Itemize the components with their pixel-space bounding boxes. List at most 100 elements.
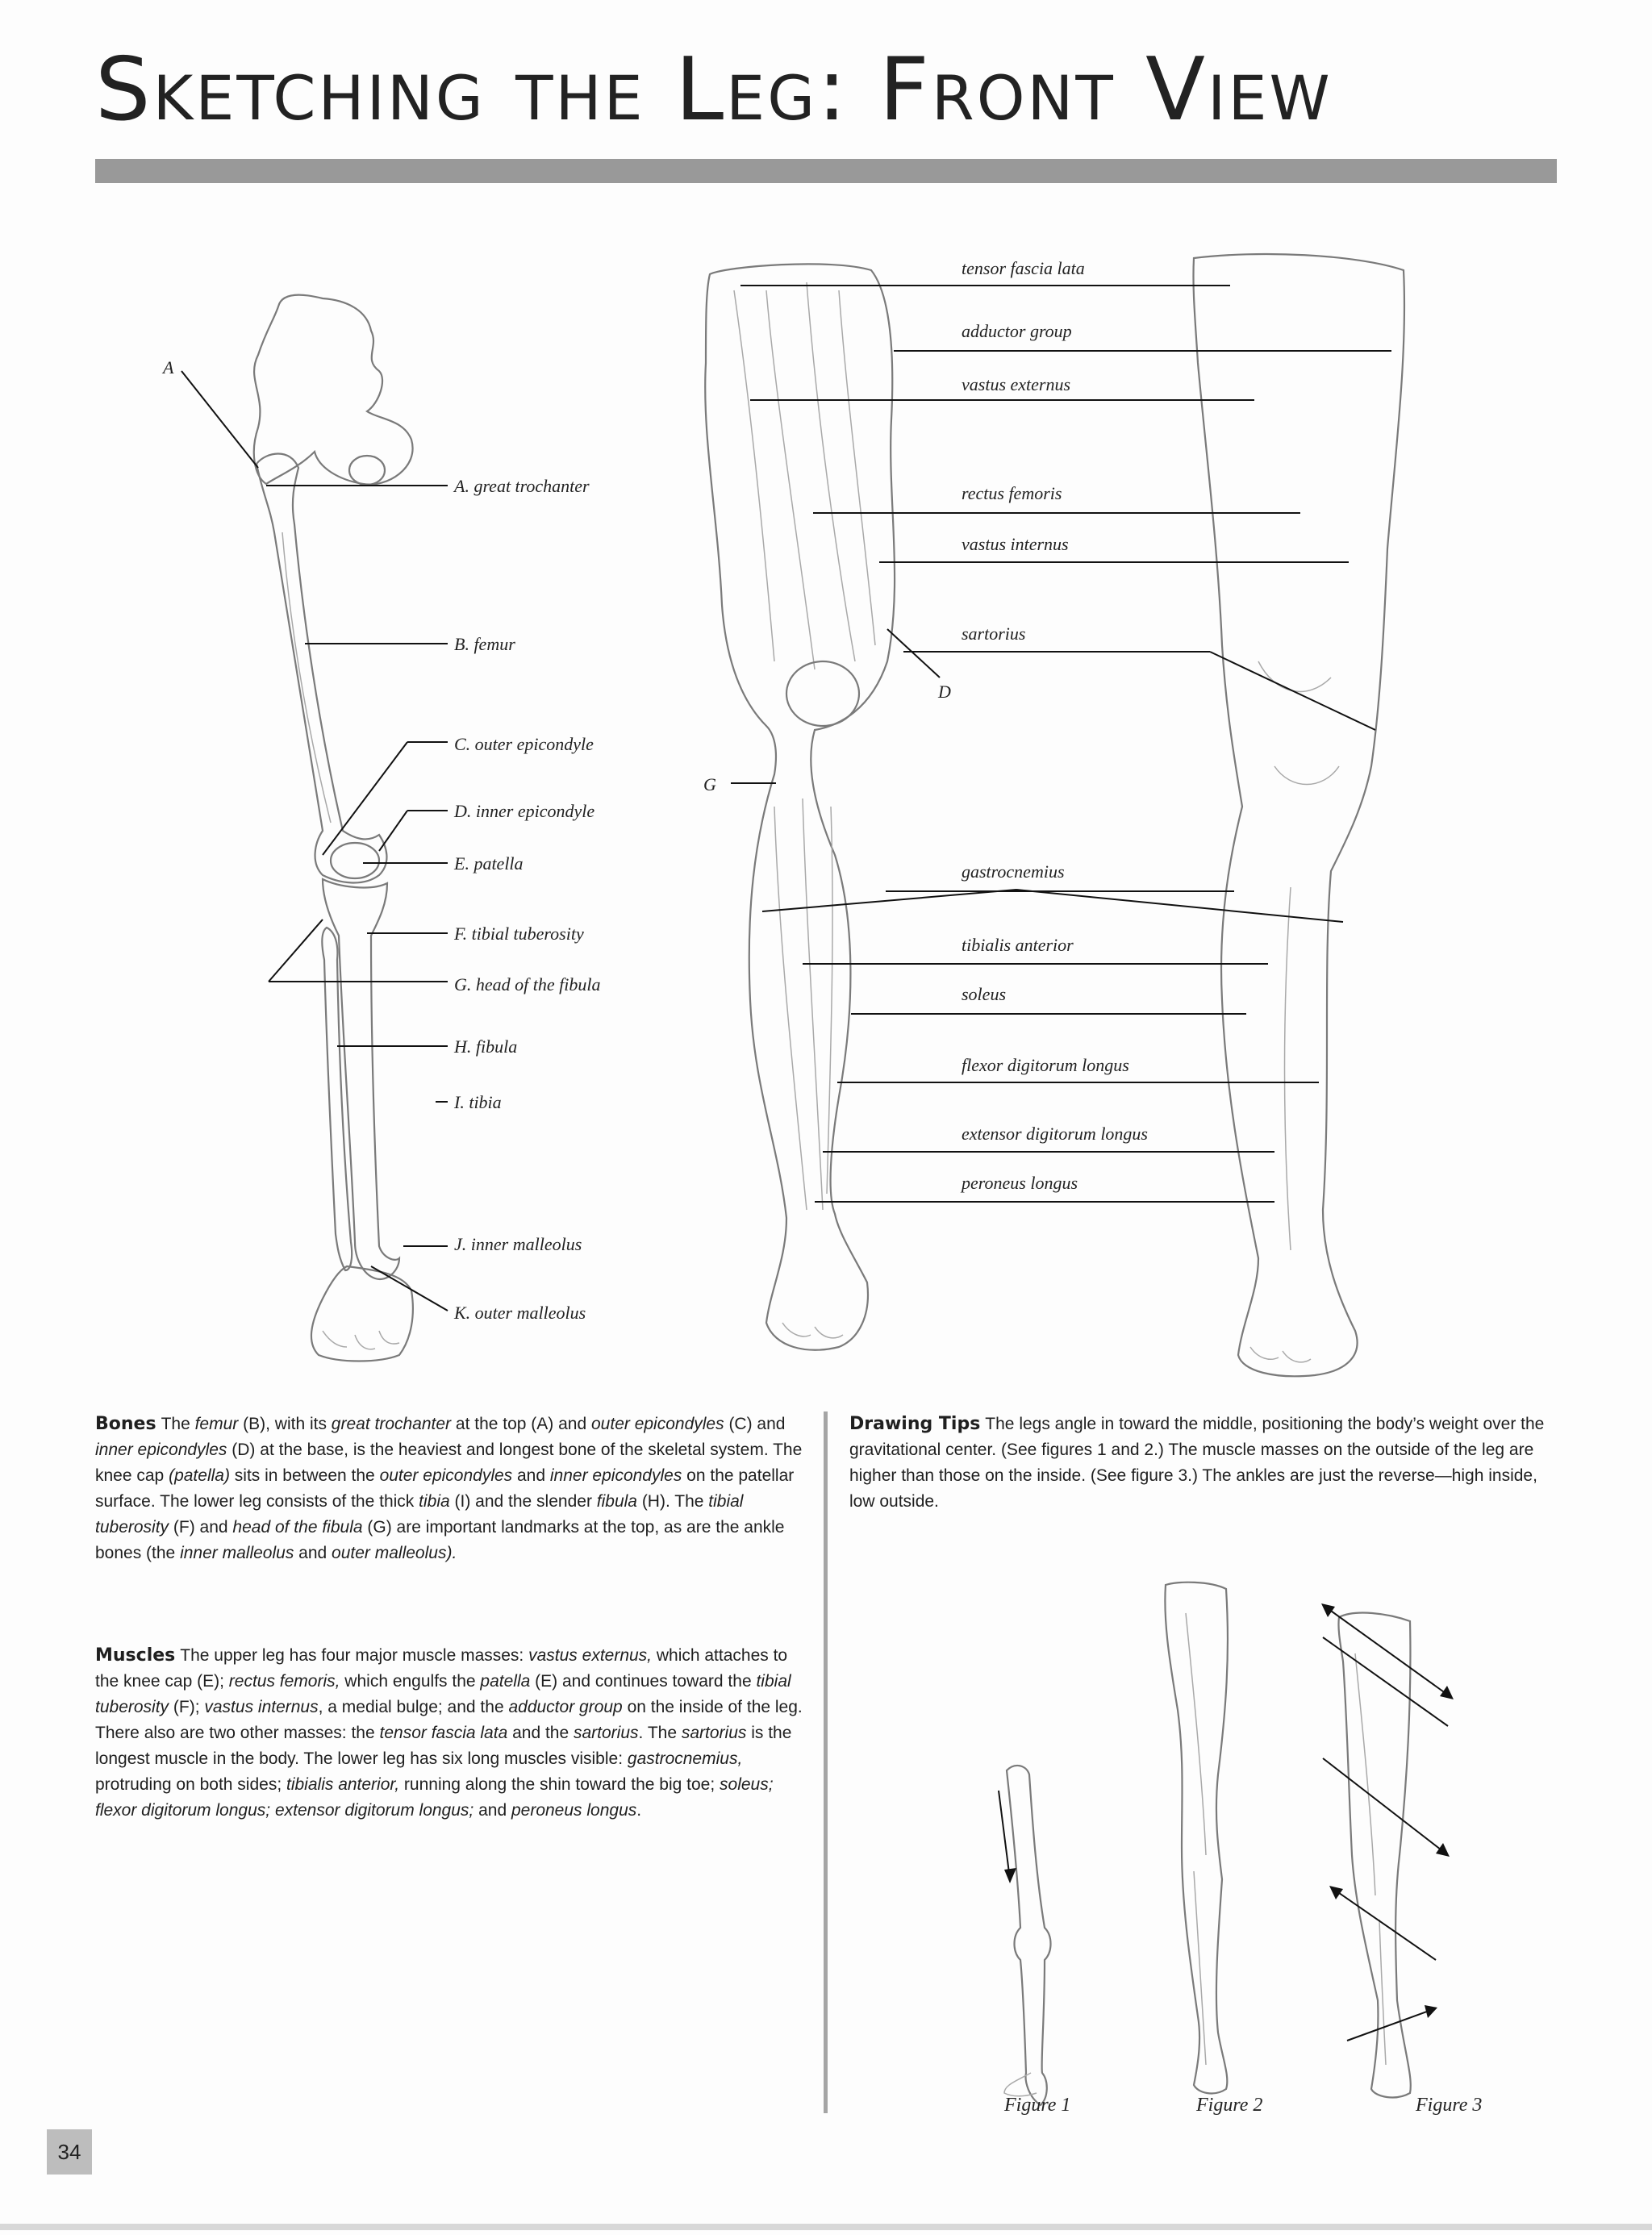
label-vastus-internus: vastus internus xyxy=(962,534,1069,554)
bottom-rule xyxy=(0,2224,1652,2230)
bones-text-25: and xyxy=(294,1544,332,1562)
label-tibial-tuberosity: F. tibial tuberosity xyxy=(453,924,584,944)
muscles-text-16: sartorius xyxy=(574,1724,639,1742)
muscles-text-13: on the inside of the leg. There also are… xyxy=(95,1698,803,1742)
muscles-text-7: (E) and continues toward the xyxy=(530,1672,757,1691)
title-bar xyxy=(95,159,1557,183)
figure-2-drawing xyxy=(1164,1581,1229,2095)
outline-leg-drawing xyxy=(1192,252,1406,1378)
muscles-text-19: is the longest muscle in the body. The l… xyxy=(95,1724,792,1768)
bones-text-21: (F) and xyxy=(169,1518,233,1537)
bones-text-6: outer epicondyles xyxy=(591,1415,724,1433)
muscles-text-27: . xyxy=(636,1801,642,1820)
muscles-text-4: rectus femoris, xyxy=(228,1672,340,1691)
figure-1-caption: Figure 1 xyxy=(1003,2095,1070,2116)
label-peroneus-longus: peroneus longus xyxy=(960,1173,1078,1193)
label-marker-g: G xyxy=(703,774,716,794)
bones-text-18: fibula xyxy=(596,1492,637,1511)
bones-heading: Bones xyxy=(95,1414,156,1434)
label-extensor-digitorum-longus: extensor digitorum longus xyxy=(962,1124,1148,1144)
muscles-text-14: tensor fascia lata xyxy=(379,1724,508,1742)
muscles-text-20: gastrocnemius, xyxy=(627,1749,743,1768)
bones-text-26: outer malleolus). xyxy=(332,1544,457,1562)
label-inner-malleolus: J. inner malleolus xyxy=(454,1234,582,1254)
muscles-text-15: and the xyxy=(507,1724,574,1742)
page-number: 34 xyxy=(47,2129,92,2175)
label-rectus-femoris: rectus femoris xyxy=(962,483,1062,503)
muscles-text-8: tibial tuberosity xyxy=(95,1672,791,1716)
bones-text-16: tibia xyxy=(419,1492,450,1511)
muscles-text-21: protruding on both sides; xyxy=(95,1775,286,1794)
label-femur: B. femur xyxy=(454,634,515,654)
skeleton-leaders xyxy=(181,370,448,1311)
bones-text-13: and xyxy=(512,1466,550,1485)
drawing-tips-body: The legs angle in toward the middle, pos… xyxy=(849,1415,1545,1511)
bones-text-10: (patella) xyxy=(169,1466,230,1485)
label-tibialis-anterior: tibialis anterior xyxy=(962,935,1074,955)
muscles-text-22: tibialis anterior, xyxy=(286,1775,400,1794)
figure-3-drawing xyxy=(1321,1603,1454,2099)
muscles-text-25: and xyxy=(473,1801,511,1820)
column-divider xyxy=(824,1411,828,2113)
bones-text-11: sits in between the xyxy=(229,1466,380,1485)
bones-text-20: tibial tuberosity xyxy=(95,1492,744,1537)
muscles-text-9: (F); xyxy=(169,1698,205,1716)
muscles-text-6: patella xyxy=(480,1672,531,1691)
muscles-text-3: which attaches to the knee cap (E); xyxy=(95,1646,788,1691)
label-fibula: H. fibula xyxy=(453,1036,517,1057)
muscles-text-10: vastus internus xyxy=(204,1698,319,1716)
label-sartorius: sartorius xyxy=(962,623,1025,644)
figure-3-caption: Figure 3 xyxy=(1415,2095,1482,2116)
label-soleus: soleus xyxy=(962,984,1006,1004)
label-head-of-fibula: G. head of the fibula xyxy=(454,974,600,994)
label-outer-malleolus: K. outer malleolus xyxy=(453,1303,586,1323)
bones-text-14: inner epicondyles xyxy=(549,1466,682,1485)
bones-text-17: (I) and the slender xyxy=(449,1492,597,1511)
label-gastrocnemius: gastrocnemius xyxy=(962,861,1065,882)
label-patella: E. patella xyxy=(453,853,524,874)
muscles-text-1: The upper leg has four major muscle mass… xyxy=(180,1646,529,1665)
bones-text-22: head of the fibula xyxy=(232,1518,363,1537)
skeleton-leg-drawing xyxy=(252,294,414,1362)
label-great-trochanter: A. great trochanter xyxy=(453,476,590,496)
bones-text-4: great trochanter xyxy=(331,1415,452,1433)
muscles-text-11: , a medial bulge; and the xyxy=(318,1698,509,1716)
label-flexor-digitorum-longus: flexor digitorum longus xyxy=(962,1055,1129,1075)
muscles-text-5: which engulfs the xyxy=(340,1672,481,1691)
bones-text-23: (G) are important landmarks at the top, … xyxy=(95,1518,785,1562)
bones-text-3: (B), with its xyxy=(238,1415,332,1433)
muscles-text-12: adductor group xyxy=(508,1698,623,1716)
page-title: Sketching the Leg: Front View xyxy=(95,40,1333,140)
figure-1-drawing xyxy=(998,1764,1052,2107)
drawing-tips-heading: Drawing Tips xyxy=(849,1414,981,1434)
muscles-text-2: vastus externus, xyxy=(528,1646,653,1665)
muscle-leg-drawing xyxy=(704,263,896,1351)
bones-paragraph: Bones The femur (B), with its great troch… xyxy=(95,1411,805,1566)
label-tibia: I. tibia xyxy=(453,1092,502,1112)
muscles-heading: Muscles xyxy=(95,1645,176,1666)
bones-text-8: inner epicondyles xyxy=(95,1441,227,1459)
bones-text-15: on the patellar surface. The lower leg c… xyxy=(95,1466,795,1511)
bones-text-24: inner malleolus xyxy=(180,1544,294,1562)
muscles-text-17: . The xyxy=(638,1724,682,1742)
muscles-text-24: soleus; flexor digitorum longus; extenso… xyxy=(95,1775,774,1820)
label-inner-epicondyle: D. inner epicondyle xyxy=(453,801,594,821)
muscles-text-26: peroneus longus xyxy=(511,1801,637,1820)
bones-text-12: outer epicondyles xyxy=(379,1466,513,1485)
muscles-text-18: sartorius xyxy=(681,1724,747,1742)
bones-text-7: (C) and xyxy=(724,1415,786,1433)
muscle-leaders xyxy=(731,285,1391,1203)
bones-text-2: femur xyxy=(194,1415,239,1433)
label-outer-epicondyle: C. outer epicondyle xyxy=(454,734,594,754)
bones-text-19: (H). The xyxy=(636,1492,709,1511)
label-adductor-group: adductor group xyxy=(962,321,1072,341)
label-marker-a: A xyxy=(161,357,174,377)
label-tensor-fascia-lata: tensor fascia lata xyxy=(962,258,1085,278)
muscles-text-23: running along the shin toward the big to… xyxy=(399,1775,720,1794)
bones-text-1: The xyxy=(161,1415,195,1433)
bones-text-9: (D) at the base, is the heaviest and lon… xyxy=(95,1441,803,1485)
figure-2-caption: Figure 2 xyxy=(1195,2095,1262,2116)
label-vastus-externus: vastus externus xyxy=(962,374,1070,394)
